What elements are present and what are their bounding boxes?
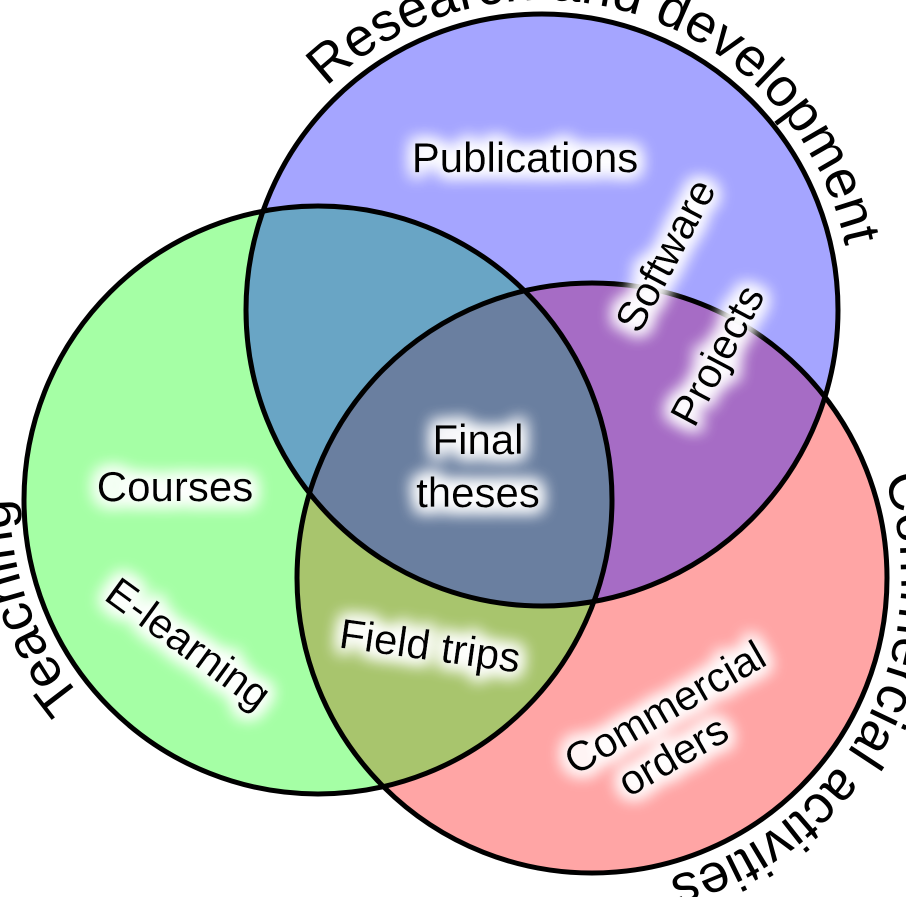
label-final: Final	[432, 416, 523, 463]
label-theses: theses	[416, 469, 540, 516]
label-publications: Publications	[412, 134, 638, 181]
set-commercial-outline	[294, 280, 890, 876]
overlap-all	[297, 283, 612, 606]
set-teaching-outline	[21, 203, 615, 797]
set-research-outline	[243, 11, 841, 609]
label-courses: Courses	[97, 463, 253, 510]
